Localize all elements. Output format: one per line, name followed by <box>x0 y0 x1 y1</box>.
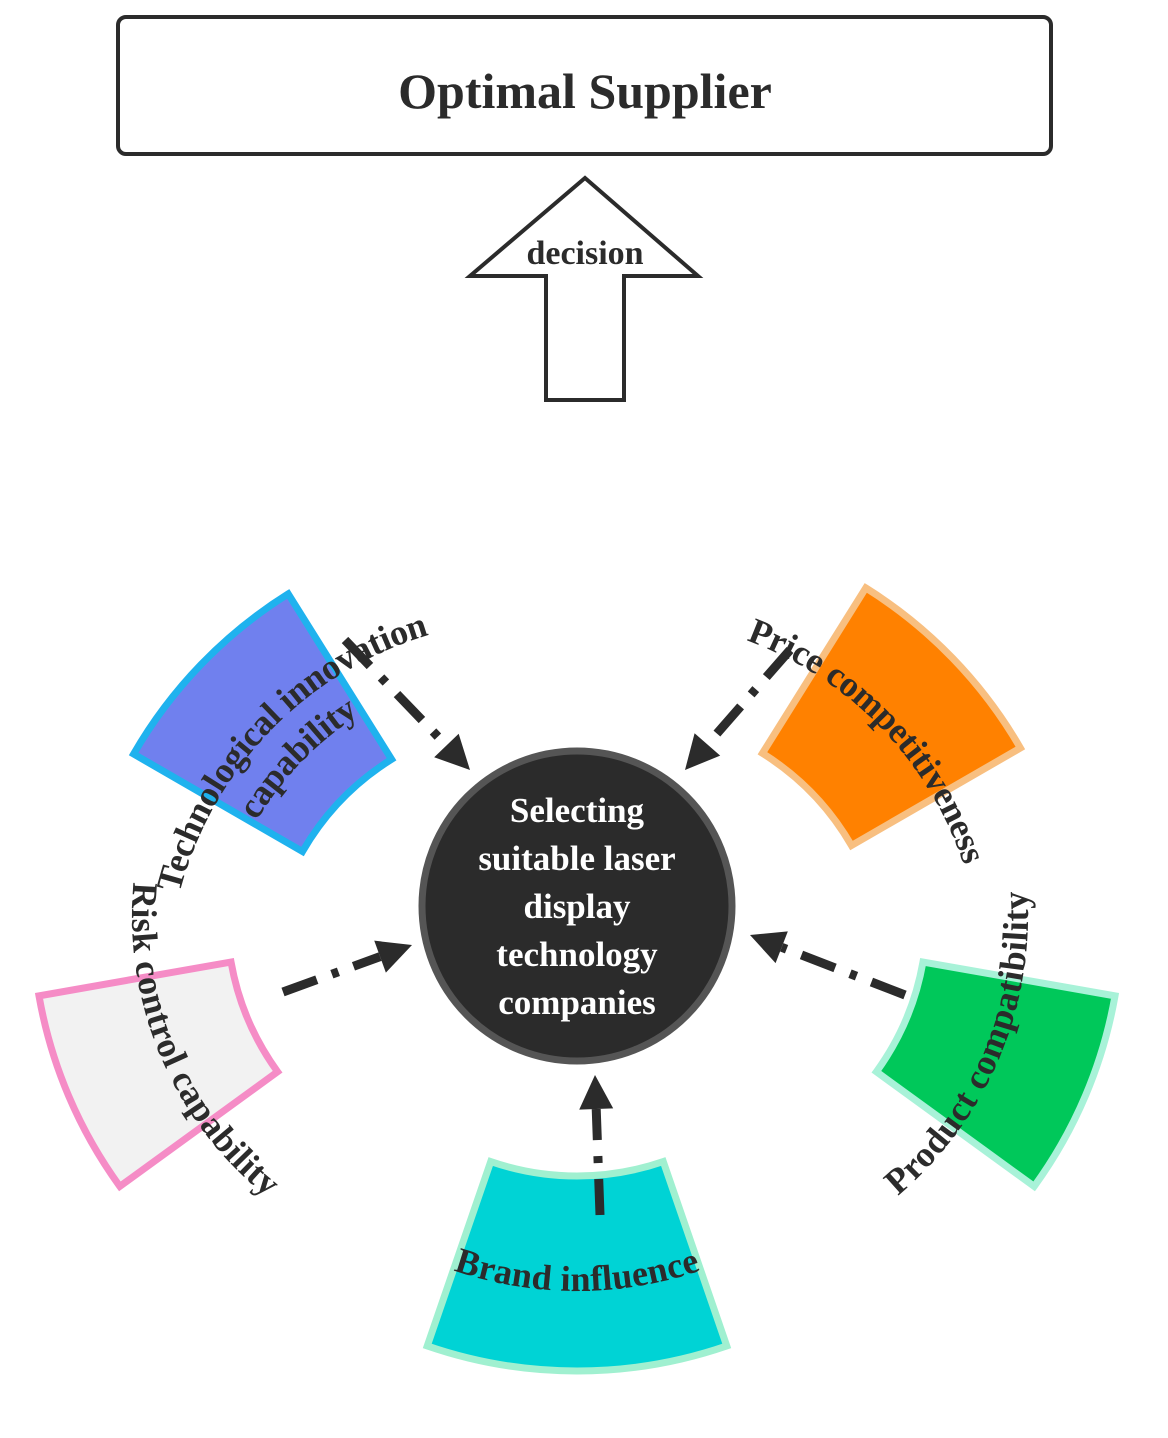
title-text: Optimal Supplier <box>398 63 772 119</box>
criterion-shape-0 <box>128 589 397 857</box>
influence-arrow-head-1 <box>685 733 721 770</box>
decision-arrow: decision <box>464 175 704 402</box>
title-box: Optimal Supplier <box>116 15 1053 156</box>
influence-arrow-head-2 <box>750 931 788 964</box>
criterion-shape-3 <box>422 1157 732 1375</box>
center-label-line-4: companies <box>498 983 656 1022</box>
decision-label: decision <box>526 235 643 272</box>
criterion-shape-2 <box>871 957 1120 1192</box>
criterion-shape-1 <box>757 583 1026 851</box>
influence-arrow-head-3 <box>579 1075 614 1110</box>
influence-arrow-line-4 <box>281 952 382 997</box>
center-label-line-2: display <box>524 887 631 926</box>
center-label-line-1: suitable laser <box>478 839 675 878</box>
influence-arrow-line-3 <box>591 1108 605 1216</box>
criterion-petal-3: Brand influence <box>422 1157 732 1375</box>
criterion-shape-4 <box>34 957 283 1192</box>
influence-arrows <box>281 636 907 1216</box>
center-node: Selecting suitable laser display technology… <box>418 747 736 1065</box>
center-label-line-3: technology <box>496 935 658 974</box>
influence-arrow-line-2 <box>780 943 907 1000</box>
center-label-line-0: Selecting <box>510 791 645 830</box>
influence-arrow-line-1 <box>704 647 794 748</box>
center-label: Selecting suitable laser display technology… <box>478 791 675 1022</box>
influence-arrow-head-0 <box>434 733 470 770</box>
influence-arrow-head-4 <box>374 940 412 973</box>
influence-arrow-line-0 <box>341 636 450 749</box>
